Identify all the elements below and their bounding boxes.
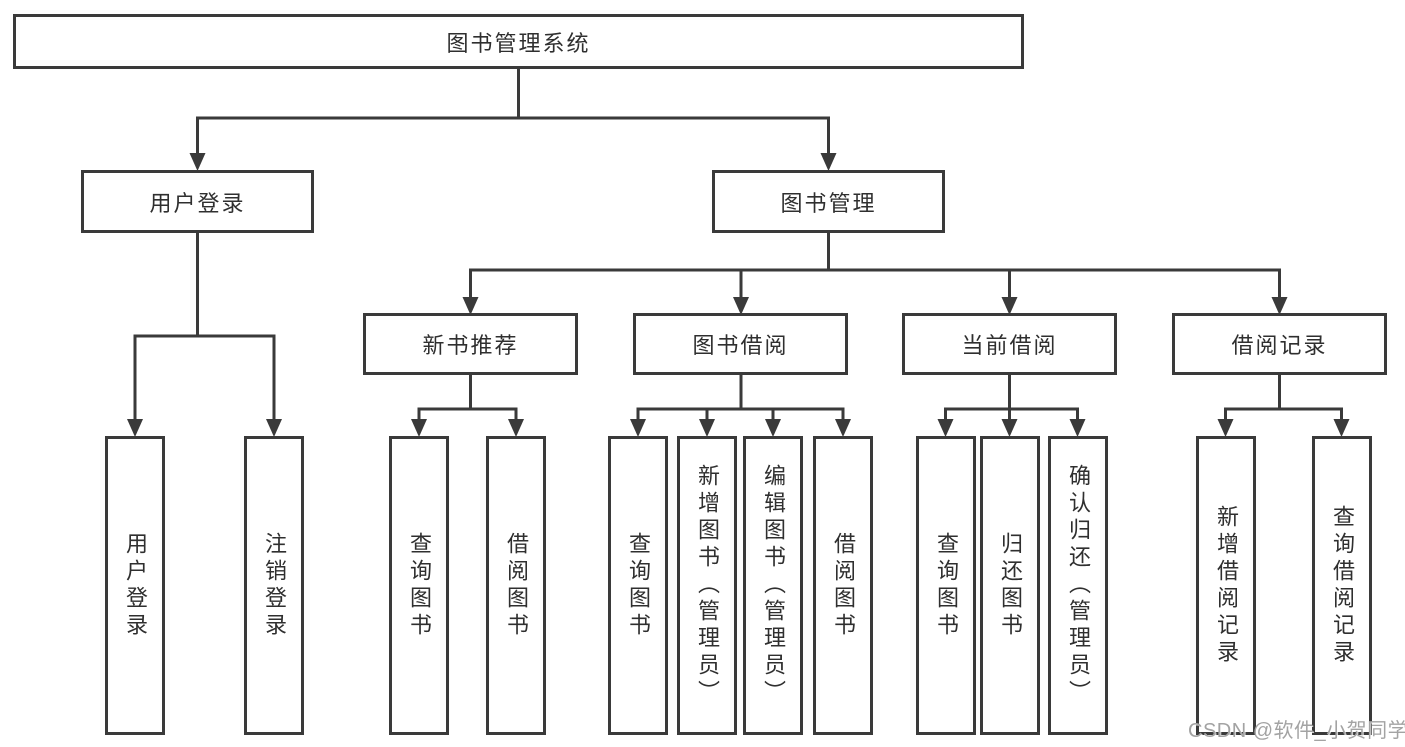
leaf-return-books: 归还图书 — [980, 436, 1040, 735]
leaf-return-books-label: 归还图书 — [998, 531, 1023, 640]
leaf-confirm-return-admin-label: 确认归还（管理员） — [1066, 464, 1091, 707]
leaf-logout-label: 注销登录 — [262, 531, 287, 640]
node-user-login-label: 用户登录 — [149, 190, 246, 216]
connector-borrow-record-to-leaves — [1217, 375, 1350, 437]
leaf-edit-books-admin-label: 编辑图书（管理员） — [761, 464, 786, 707]
node-book-borrowing: 图书借阅 — [633, 313, 848, 375]
leaf-query-borrow-record: 查询借阅记录 — [1312, 436, 1372, 735]
node-root-label: 图书管理系统 — [446, 30, 591, 56]
leaf-borrow-books-newbook: 借阅图书 — [486, 436, 546, 735]
leaf-borrow-books-label: 借阅图书 — [831, 531, 856, 640]
node-new-book-recommend: 新书推荐 — [363, 313, 578, 375]
node-book-borrowing-label: 图书借阅 — [692, 333, 789, 358]
node-book-management: 图书管理 — [712, 170, 945, 233]
leaf-edit-books-admin: 编辑图书（管理员） — [743, 436, 803, 735]
node-new-book-recommend-label: 新书推荐 — [422, 333, 519, 358]
connector-book-borrow-to-leaves — [630, 375, 851, 437]
connector-user-login-to-leaves — [127, 233, 282, 437]
leaf-add-borrow-record-label: 新增借阅记录 — [1214, 504, 1239, 667]
leaf-add-borrow-record: 新增借阅记录 — [1196, 436, 1256, 735]
leaf-query-borrow-record-label: 查询借阅记录 — [1330, 504, 1355, 667]
leaf-add-books-admin: 新增图书（管理员） — [677, 436, 737, 735]
leaf-user-login-label: 用户登录 — [123, 531, 148, 640]
node-root-system: 图书管理系统 — [13, 14, 1024, 69]
leaf-logout: 注销登录 — [244, 436, 304, 735]
leaf-query-books-current: 查询图书 — [916, 436, 976, 735]
leaf-user-login: 用户登录 — [105, 436, 165, 735]
leaf-query-books-current-label: 查询图书 — [934, 531, 959, 640]
leaf-confirm-return-admin: 确认归还（管理员） — [1048, 436, 1108, 735]
csdn-watermark: CSDN @软件_小贺同学 — [1188, 720, 1405, 742]
connector-new-book-to-leaves — [411, 375, 524, 437]
node-current-borrowing: 当前借阅 — [902, 313, 1117, 375]
node-borrow-records-label: 借阅记录 — [1231, 333, 1328, 358]
connector-book-mgmt-to-level3 — [462, 233, 1288, 315]
leaf-add-books-admin-label: 新增图书（管理员） — [695, 464, 720, 707]
leaf-query-books-newbook: 查询图书 — [389, 436, 449, 735]
connector-root-to-level2 — [189, 69, 837, 171]
node-user-login: 用户登录 — [81, 170, 314, 233]
leaf-query-books-borrow-label: 查询图书 — [626, 531, 651, 640]
connector-current-borrow-to-leaves — [937, 375, 1086, 437]
node-borrow-records: 借阅记录 — [1172, 313, 1387, 375]
node-current-borrowing-label: 当前借阅 — [961, 333, 1058, 358]
leaf-query-books-newbook-label: 查询图书 — [407, 531, 432, 640]
leaf-borrow-books-newbook-label: 借阅图书 — [504, 531, 529, 640]
leaf-query-books-borrow: 查询图书 — [608, 436, 668, 735]
leaf-borrow-books: 借阅图书 — [813, 436, 873, 735]
node-book-management-label: 图书管理 — [780, 190, 877, 216]
